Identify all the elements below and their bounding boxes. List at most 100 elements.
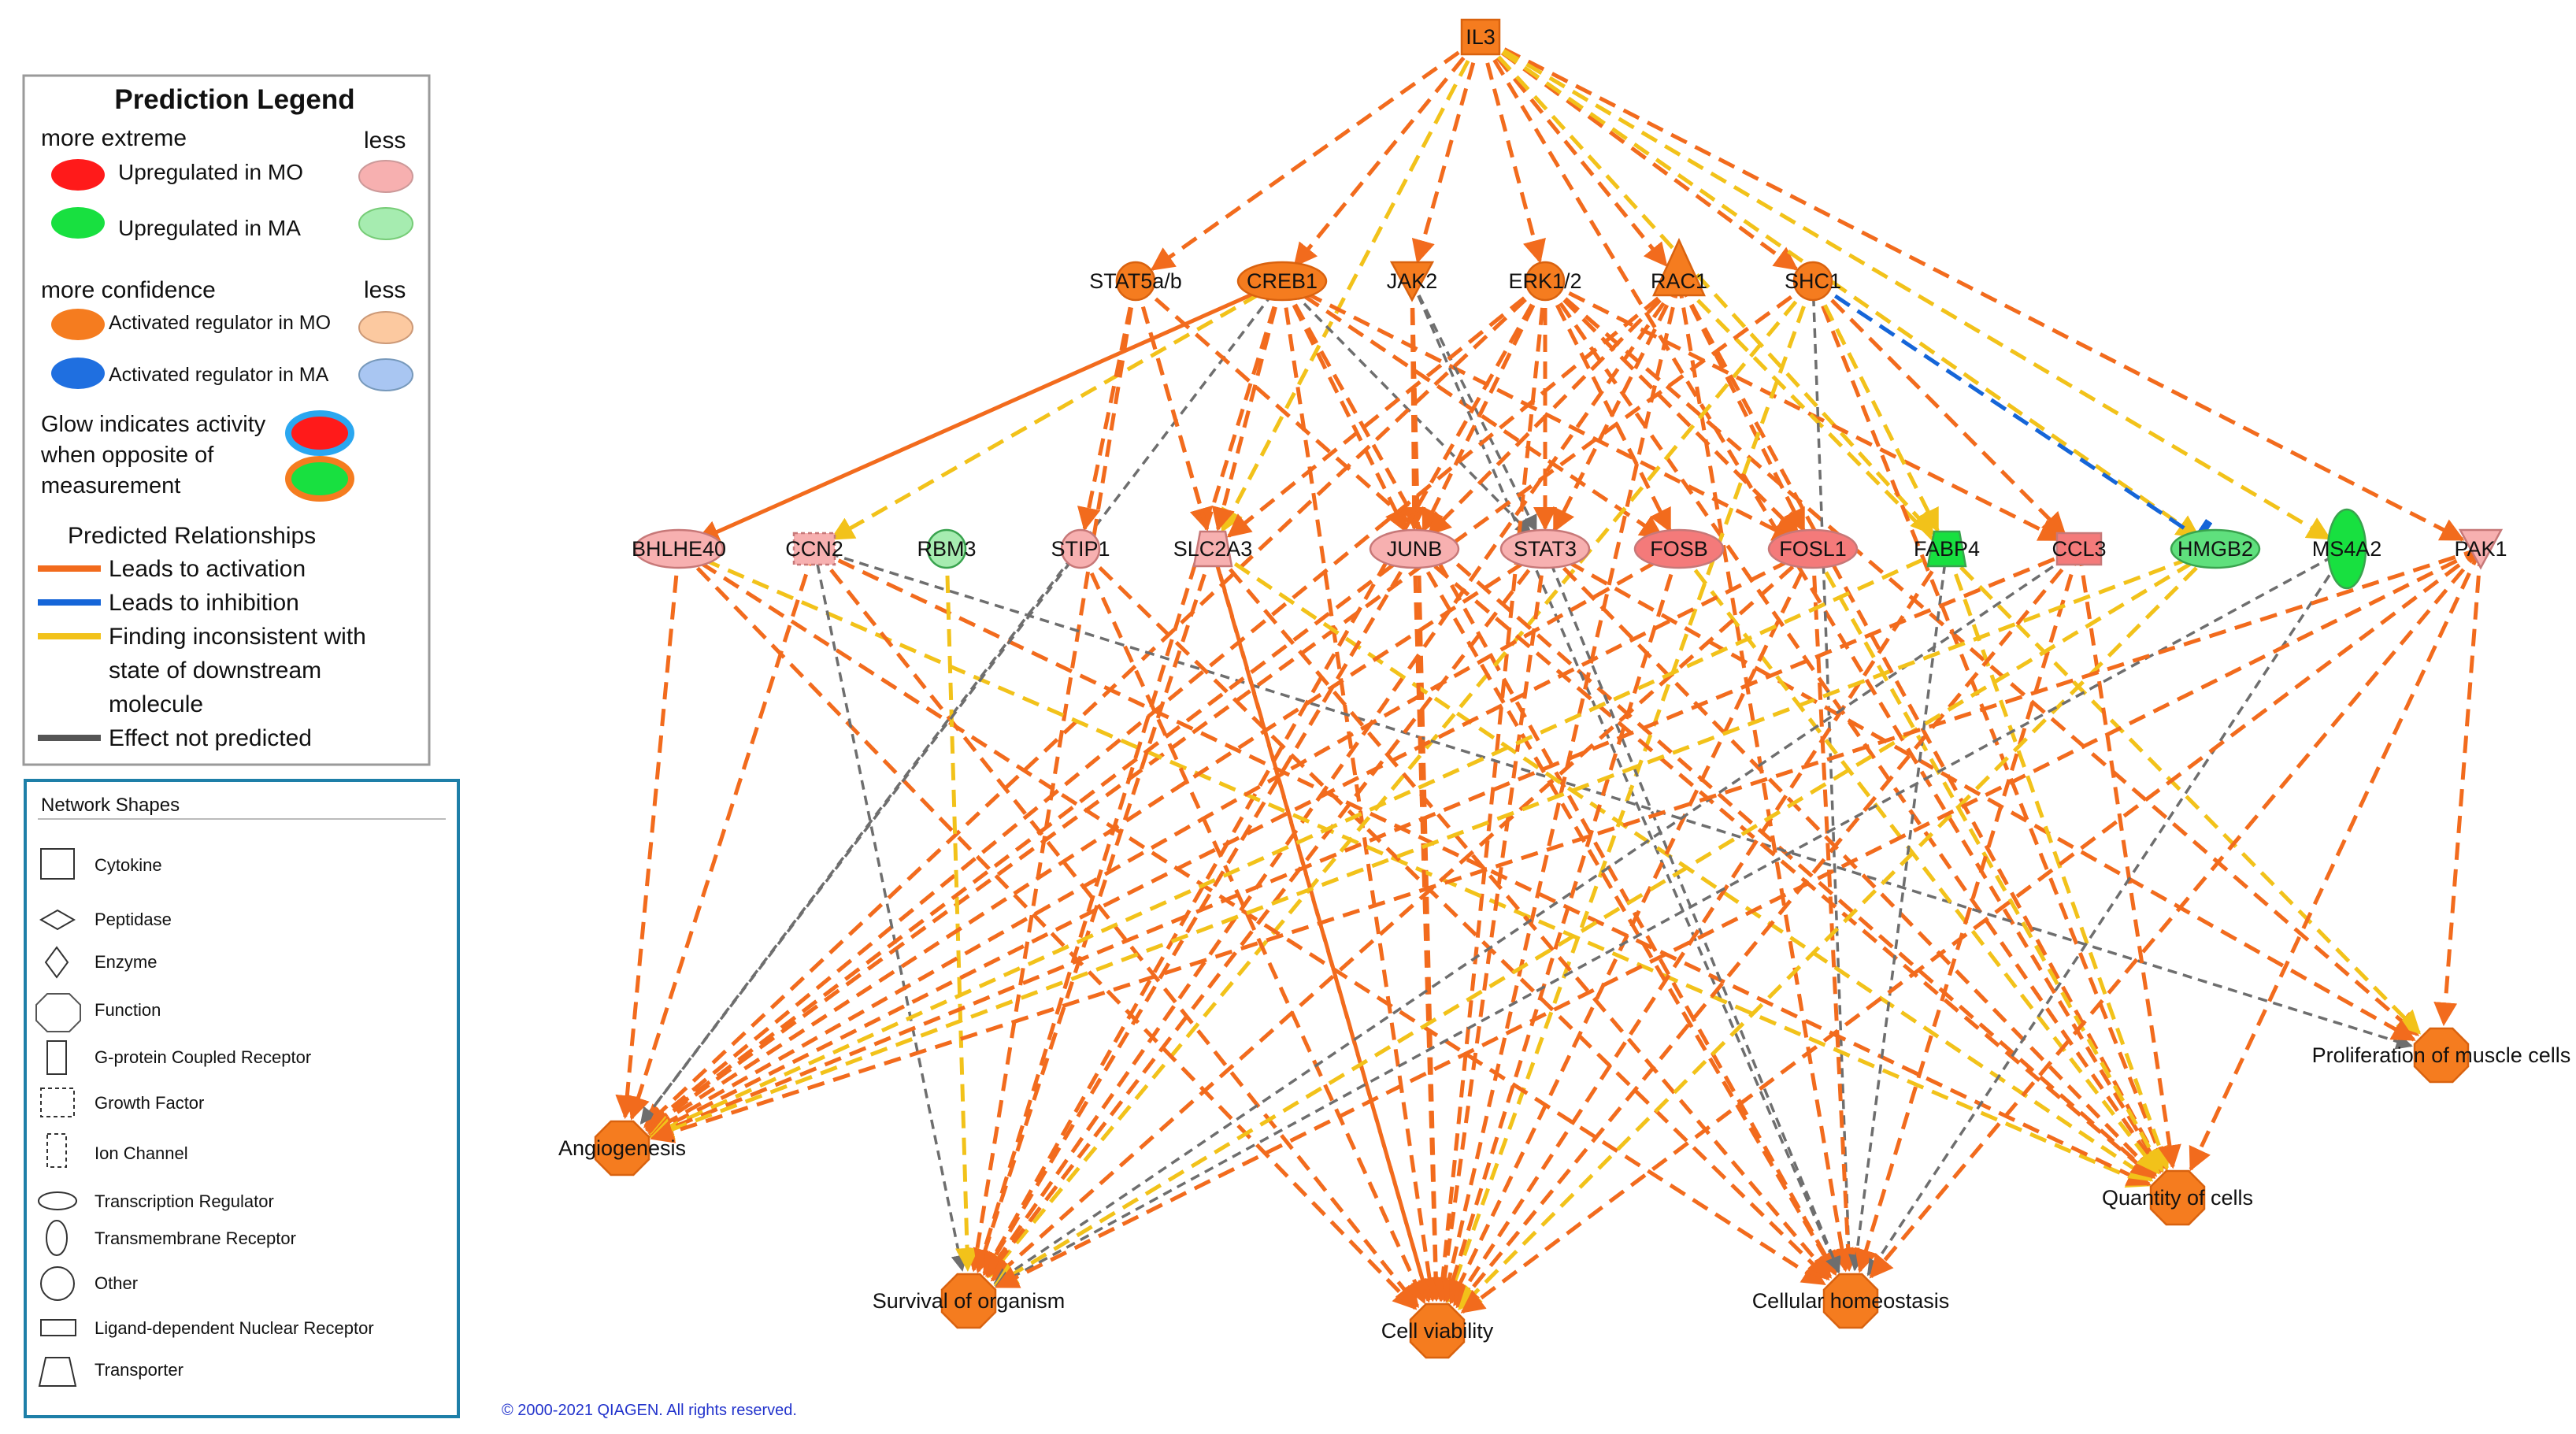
edge-junb-to-viability	[1412, 548, 1448, 1302]
node-label-fosl1: FOSL1	[1779, 537, 1847, 561]
dashed-square-icon	[40, 1088, 75, 1117]
edge-rac1-to-viability	[1437, 280, 1681, 1302]
node-label-proliferation-of-muscle-cells: Proliferation of muscle cells	[2312, 1043, 2571, 1067]
edge-rbm3-to-survival	[944, 548, 980, 1273]
node-rbm3[interactable]: RBM3	[917, 528, 977, 569]
node-label-fosb: FOSB	[1650, 537, 1708, 561]
node-il3[interactable]: IL3	[1460, 18, 1501, 56]
octagon-icon	[35, 993, 81, 1032]
shape-label-cytokine: Cytokine	[95, 855, 162, 875]
node-erk1-2[interactable]: ERK1/2	[1508, 261, 1582, 302]
node-shape-il3	[1460, 18, 1501, 56]
edge-hmgb2-to-viability	[1458, 547, 2217, 1310]
node-shape-survival-of-organism	[940, 1273, 997, 1329]
node-stat5a-b[interactable]: STAT5a/b	[1089, 261, 1182, 302]
shape-label-transporter: Transporter	[95, 1360, 183, 1380]
network-shapes-frame	[24, 779, 460, 1418]
node-shc1[interactable]: SHC1	[1785, 261, 1841, 302]
node-fabp4[interactable]: FABP4	[1914, 530, 1980, 568]
node-shape-hmgb2	[2170, 528, 2261, 569]
node-jak2[interactable]: JAK2	[1387, 261, 1438, 302]
node-label-slc2a3: SLC2A3	[1173, 537, 1253, 561]
node-ms4a2[interactable]: MS4A2	[2312, 508, 2382, 590]
edge-hmgb2-to-survival	[993, 547, 2217, 1287]
upregulated-mo-weak-swatch	[358, 160, 413, 193]
node-label-shc1: SHC1	[1785, 269, 1841, 293]
node-shape-stat3	[1499, 528, 1591, 569]
edge-creb1-to-junb	[1280, 280, 1407, 533]
node-stip1[interactable]: STIP1	[1051, 528, 1110, 569]
shape-label-ion-channel: Ion Channel	[95, 1143, 188, 1163]
node-slc2a3[interactable]: SLC2A3	[1173, 530, 1253, 568]
edge-il3-to-fabp4	[1479, 35, 1935, 535]
node-rac1[interactable]: RAC1	[1651, 237, 1707, 297]
edge-fosb-to-quantity	[1677, 547, 2160, 1175]
edge-fabp4-to-angiogenesis	[648, 547, 1948, 1138]
square-icon	[40, 848, 75, 880]
shape-label-enzyme: Enzyme	[95, 952, 157, 972]
activated-ma-strong-swatch	[51, 358, 105, 389]
node-survival-of-organism[interactable]: Survival of organism	[873, 1273, 1066, 1329]
edge-fosl1-to-survival	[990, 547, 1814, 1282]
edge-ccn2-to-proliferation	[814, 547, 2413, 1050]
more-confidence-label: more confidence	[41, 277, 216, 303]
edge-stip1-to-homeostasis	[1079, 547, 1830, 1281]
node-label-stat3: STAT3	[1514, 537, 1577, 561]
node-ccn2[interactable]: CCN2	[785, 532, 843, 566]
node-creb1[interactable]: CREB1	[1236, 261, 1328, 302]
flat-rect-icon	[40, 1319, 76, 1336]
node-label-angiogenesis: Angiogenesis	[558, 1136, 686, 1160]
edge-fosl1-to-homeostasis	[1811, 548, 1860, 1273]
node-shape-angiogenesis	[594, 1120, 650, 1176]
node-label-erk1-2: ERK1/2	[1508, 269, 1581, 293]
edge-ccl3-to-viability	[1455, 547, 2081, 1309]
node-shape-fabp4	[1926, 530, 1967, 568]
edge-shc1-to-survival	[987, 280, 1814, 1279]
node-shape-slc2a3	[1192, 530, 1233, 568]
node-ccl3[interactable]: CCL3	[2052, 532, 2107, 566]
node-shape-jak2	[1389, 261, 1435, 302]
node-fosb[interactable]: FOSB	[1633, 528, 1725, 569]
node-hmgb2[interactable]: HMGB2	[2170, 528, 2261, 569]
node-fosl1[interactable]: FOSL1	[1767, 528, 1859, 569]
edge-stat5-to-survival	[966, 280, 1138, 1273]
node-shape-fosl1	[1767, 528, 1859, 569]
edge-erk-to-survival	[982, 280, 1547, 1276]
edge-stat3-to-viability	[1433, 548, 1547, 1302]
node-junb[interactable]: JUNB	[1369, 528, 1460, 569]
node-shape-ccl3	[2055, 532, 2103, 566]
edge-fosb-to-viability	[1441, 548, 1681, 1303]
edge-rac1-to-survival	[984, 280, 1681, 1277]
edge-erk-to-ccl3	[1544, 279, 2063, 542]
node-label-junb: JUNB	[1387, 537, 1443, 561]
node-proliferation-of-muscle-cells[interactable]: Proliferation of muscle cells	[2312, 1027, 2571, 1084]
shape-label-gpcr: G-protein Coupled Receptor	[95, 1047, 311, 1067]
edge-pak1-to-proliferation	[2433, 548, 2483, 1027]
node-shape-rac1	[1652, 237, 1706, 297]
node-quantity-of-cells[interactable]: Quantity of cells	[2102, 1169, 2253, 1226]
edge-shc1-to-hmgb2	[1811, 279, 2213, 557]
edge-stat3-to-survival	[986, 547, 1547, 1278]
node-shape-bhlhe40	[633, 528, 725, 569]
edge-ms4a2-to-homeostasis	[1866, 548, 2348, 1277]
node-angiogenesis[interactable]: Angiogenesis	[558, 1120, 686, 1176]
network-edges	[615, 35, 2483, 1314]
node-label-hmgb2: HMGB2	[2178, 537, 2253, 561]
edge-il3-to-hmgb2	[1479, 35, 2201, 539]
upregulated-ma-strong-swatch	[51, 207, 105, 239]
node-shape-rbm3	[926, 528, 967, 569]
shape-label-growth-factor: Growth Factor	[95, 1093, 204, 1113]
edge-jak2-to-viability	[1410, 280, 1448, 1302]
shape-label-peptidase: Peptidase	[95, 910, 172, 929]
node-stat3[interactable]: STAT3	[1499, 528, 1591, 569]
edge-ccl3-to-survival	[993, 547, 2080, 1285]
node-pak1[interactable]: PAK1	[2454, 528, 2507, 570]
node-cell-viability[interactable]: Cell viability	[1381, 1302, 1494, 1359]
edge-erk-to-proliferation	[1544, 280, 2419, 1036]
tall-rect-icon	[46, 1040, 67, 1075]
edge-pak1-to-survival	[995, 547, 2482, 1289]
node-bhlhe40[interactable]: BHLHE40	[632, 528, 726, 569]
node-label-survival-of-organism: Survival of organism	[873, 1289, 1066, 1313]
node-cellular-homeostasis[interactable]: Cellular homeostasis	[1752, 1273, 1950, 1329]
